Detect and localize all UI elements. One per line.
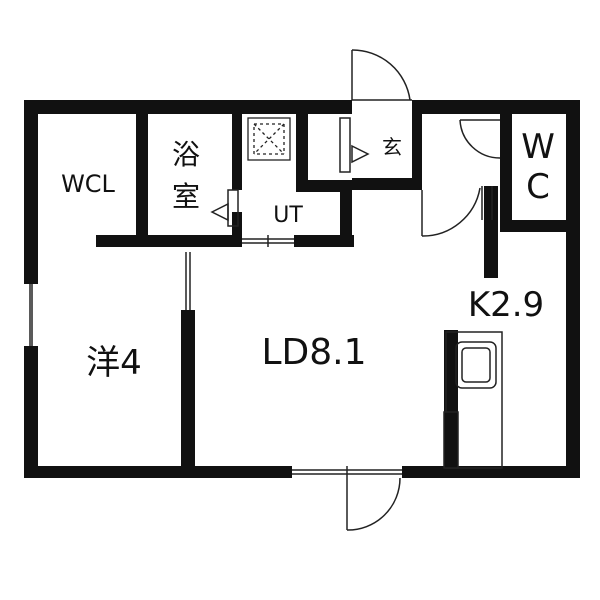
room-label-western: 洋4 — [86, 343, 142, 383]
room-label-wcl: WCL — [61, 170, 115, 198]
room-label-living: LD8.1 — [261, 332, 366, 373]
room-label-bath-2: 室 — [172, 180, 200, 213]
room-label-ut: UT — [273, 203, 303, 228]
window-icon — [29, 235, 402, 478]
kitchen-sink-icon — [443, 331, 503, 469]
shoe-cabinet — [481, 186, 493, 220]
door-swing-icon — [346, 49, 501, 531]
outer-walls — [24, 100, 580, 478]
bath-fixtures — [210, 189, 239, 227]
room-label-bath-1: 浴 — [172, 138, 200, 171]
room-label-wc-1: W — [521, 127, 555, 167]
washer-space-icon — [247, 117, 291, 161]
room-label-wc-2: C — [526, 167, 550, 207]
room-label-entrance: 玄 — [382, 135, 402, 159]
step-arrow-icon — [339, 117, 370, 173]
room-label-kitchen: K2.9 — [468, 285, 544, 325]
